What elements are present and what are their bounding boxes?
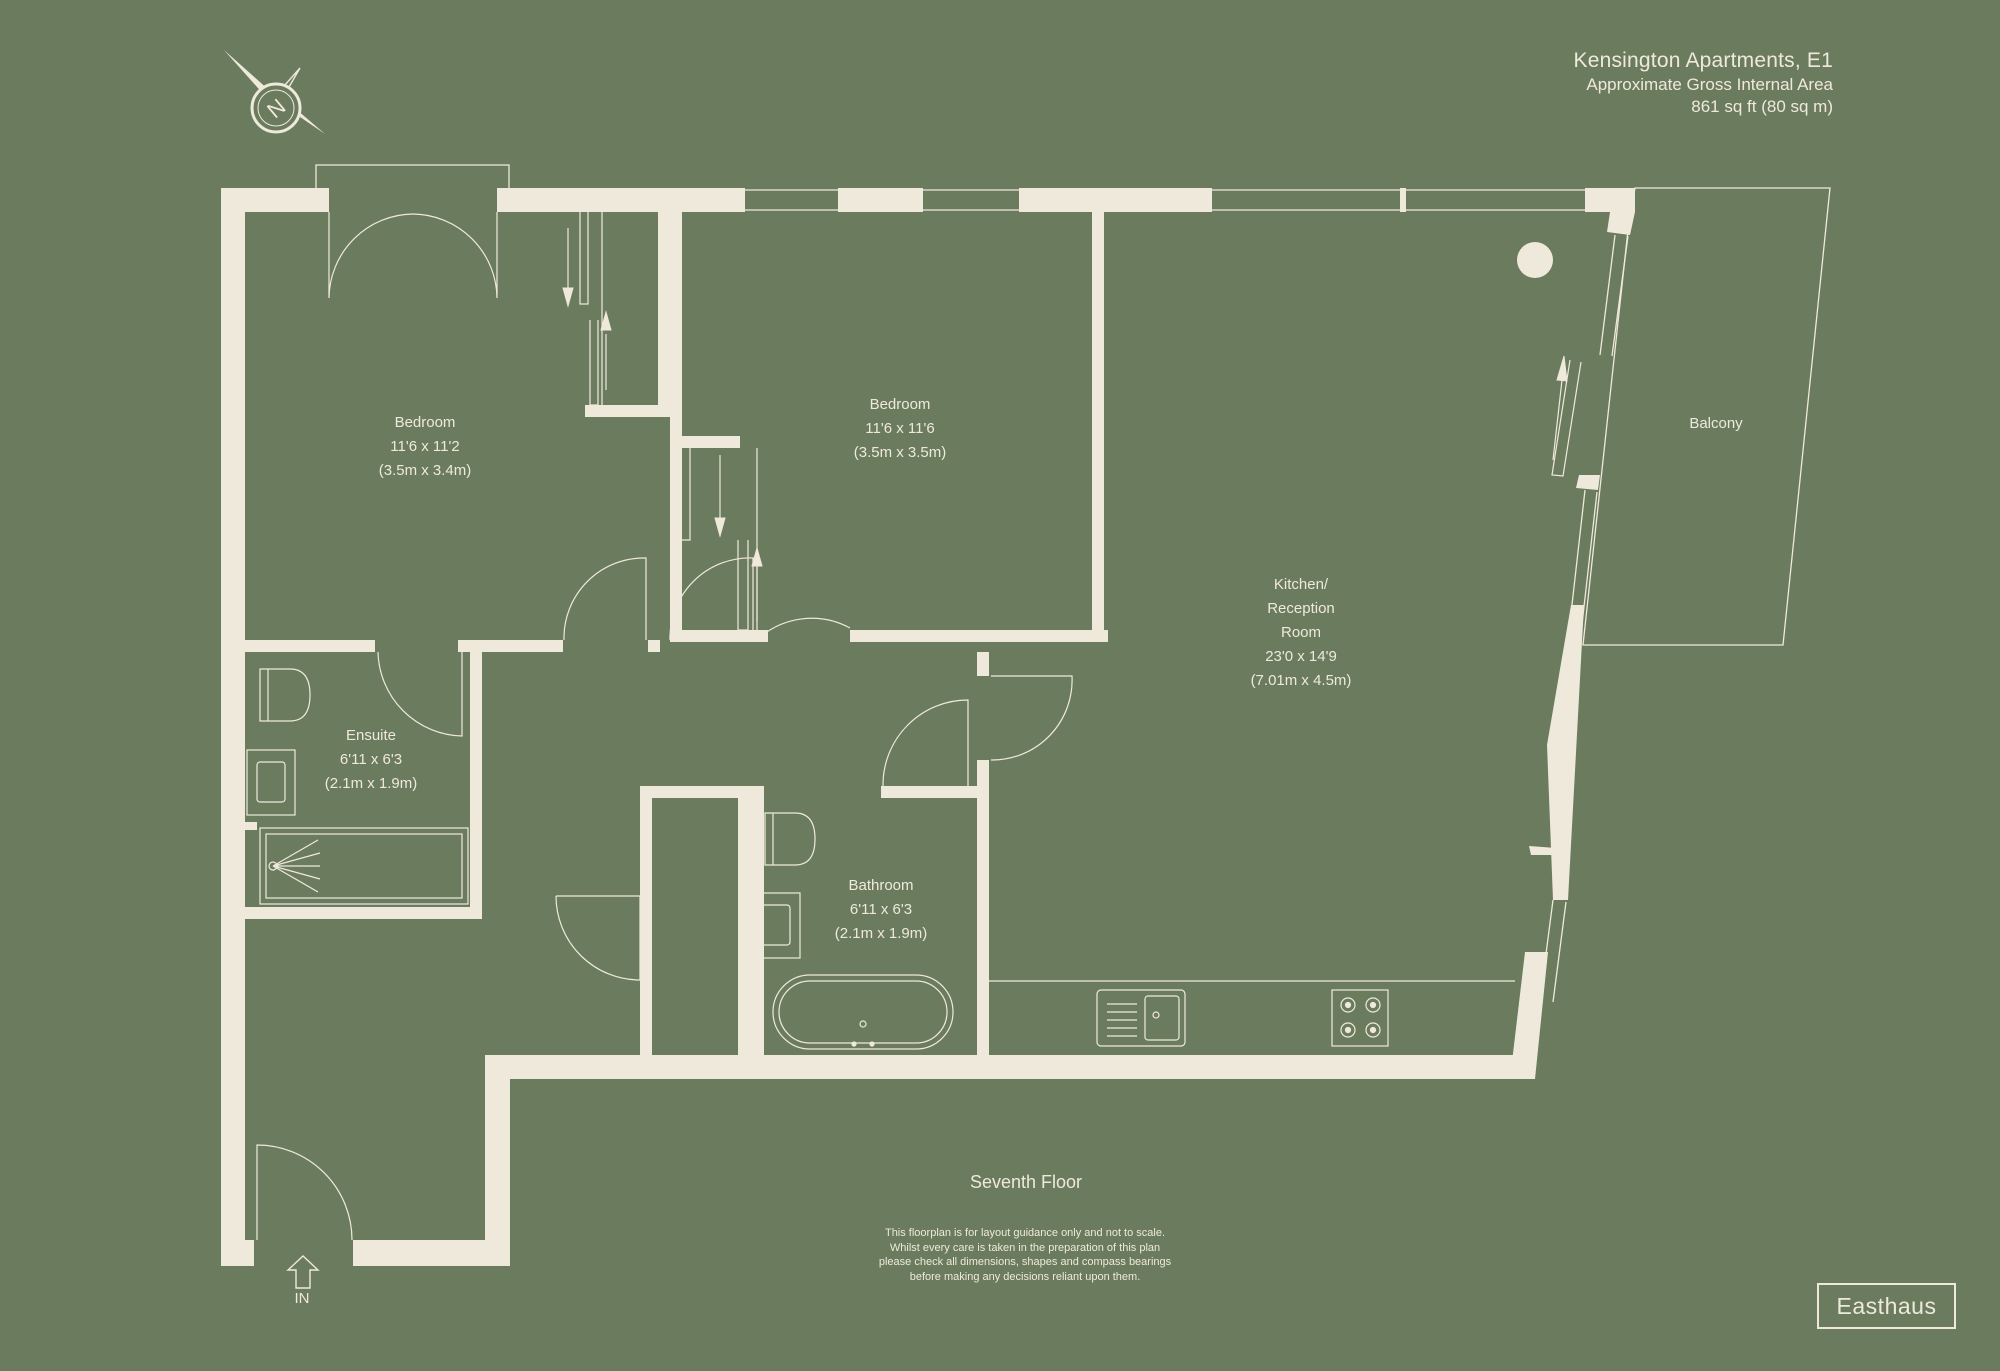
room-dim-imperial: 11'6 x 11'6 — [865, 420, 935, 437]
room-label-balcony: Balcony — [1689, 412, 1742, 436]
floor-label: Seventh Floor — [969, 1172, 1083, 1192]
room-label-bedroom-1: Bedroom 11'6 x 11'2 (3.5m x 3.4m) — [379, 411, 472, 483]
room-dim-imperial: 6'11 x 6'3 — [339, 751, 403, 768]
room-label-kitchen: Kitchen/ Reception Room 23'0 x 14'9 (7.0… — [1251, 573, 1352, 693]
kitchen-sink — [1096, 989, 1186, 1047]
wardrobe-doors — [579, 212, 758, 631]
compass-icon: N — [224, 50, 325, 134]
room-label-bedroom-2: Bedroom 11'6 x 11'6 (3.5m x 3.5m) — [854, 393, 947, 465]
ensuite-toilet — [259, 668, 311, 722]
room-dim-metric: (2.1m x 1.9m) — [834, 925, 928, 942]
room-name: Ensuite — [345, 727, 397, 744]
property-title: Kensington Apartments, E1 — [1573, 49, 1833, 72]
room-name: Reception — [1267, 600, 1335, 617]
room-name: Room — [1280, 624, 1321, 641]
disclaimer-line: before making any decisions reliant upon… — [909, 1270, 1141, 1283]
room-dim-metric: (7.01m x 4.5m) — [1250, 672, 1352, 689]
room-name: Bedroom — [394, 414, 456, 431]
doors — [256, 212, 1582, 1241]
room-dim-imperial: 11'6 x 11'2 — [390, 438, 460, 455]
room-label-bathroom: Bathroom 6'11 x 6'3 (2.1m x 1.9m) — [835, 874, 928, 946]
room-name: Bathroom — [848, 877, 914, 894]
column — [1517, 242, 1553, 278]
ensuite-basin — [246, 749, 296, 816]
ensuite-shower — [259, 827, 469, 905]
room-dim-metric: (3.5m x 3.5m) — [853, 444, 947, 461]
bathtub — [772, 974, 954, 1050]
disclaimer-line: This floorplan is for layout guidance on… — [884, 1227, 1166, 1239]
room-name: Bedroom — [869, 396, 931, 413]
room-dim-imperial: 23'0 x 14'9 — [1265, 648, 1337, 665]
room-dim-metric: (3.5m x 3.4m) — [378, 462, 472, 479]
entrance-label: IN — [294, 1290, 310, 1307]
area-value: 861 sq ft (80 sq m) — [1691, 96, 1833, 116]
room-dim-metric: (2.1m x 1.9m) — [324, 775, 418, 792]
walls — [221, 188, 1635, 1266]
room-label-ensuite: Ensuite 6'11 x 6'3 (2.1m x 1.9m) — [325, 724, 418, 796]
kitchen-hob — [1331, 989, 1389, 1047]
bay-outline — [315, 164, 510, 188]
bathroom-basin — [751, 892, 801, 959]
disclaimer-line: please check all dimensions, shapes and … — [878, 1256, 1172, 1268]
room-dim-imperial: 6'11 x 6'3 — [849, 901, 913, 918]
bathroom-toilet — [764, 812, 816, 866]
room-name: Balcony — [1689, 415, 1743, 432]
brand-logo: Easthaus — [1817, 1283, 1956, 1329]
area-caption: Approximate Gross Internal Area — [1586, 75, 1833, 95]
room-name: Kitchen/ — [1273, 576, 1329, 593]
arrow-icons — [286, 228, 1568, 1289]
windows — [745, 189, 1629, 1003]
fixtures — [246, 668, 1515, 1050]
disclaimer-line: Whilst every care is taken in the prepar… — [889, 1241, 1161, 1254]
property-header: Kensington Apartments, E1 Approximate Gr… — [1574, 48, 1834, 117]
disclaimer: This floorplan is for layout guidance on… — [860, 1226, 1190, 1284]
